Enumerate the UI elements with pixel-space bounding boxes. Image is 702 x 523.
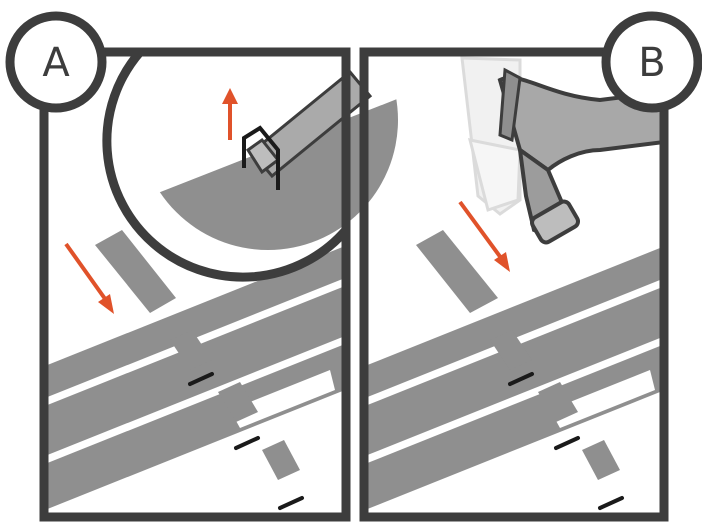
board-gap bbox=[47, 432, 270, 517]
nail-icon bbox=[598, 496, 624, 510]
joist-a bbox=[170, 330, 212, 370]
floor-board bbox=[364, 246, 664, 399]
board-gap bbox=[367, 432, 590, 517]
nail-icon bbox=[508, 372, 534, 386]
arrow-up-icon bbox=[222, 88, 238, 140]
panel-a-frame bbox=[39, 47, 351, 522]
joist-a bbox=[262, 440, 300, 480]
board-gap bbox=[230, 370, 335, 428]
panel-a-label: A bbox=[42, 40, 70, 86]
floor-board bbox=[44, 343, 346, 511]
nail-icon bbox=[554, 436, 580, 450]
floor-board bbox=[44, 245, 346, 399]
joist-b bbox=[490, 330, 532, 370]
board-gap bbox=[550, 370, 655, 428]
floor-board bbox=[364, 344, 664, 511]
floor-board bbox=[364, 286, 664, 457]
panel-b-label-badge: B bbox=[601, 11, 702, 113]
arrow-down-icon bbox=[458, 200, 510, 272]
joist-a bbox=[95, 230, 176, 313]
panel-a: A bbox=[5, 0, 398, 522]
panel-b-frame bbox=[359, 47, 669, 522]
detail-magnifier bbox=[102, 0, 398, 282]
floor-board bbox=[44, 285, 346, 457]
joist-b bbox=[582, 440, 620, 480]
arrow-down-icon bbox=[64, 242, 114, 314]
panel-a-label-badge: A bbox=[5, 11, 107, 113]
panel-b: B bbox=[359, 11, 702, 522]
nail-icon bbox=[278, 496, 304, 510]
nail-icon bbox=[234, 436, 260, 450]
joist-a bbox=[218, 382, 258, 422]
nail-icon bbox=[188, 372, 214, 386]
nail-icon bbox=[242, 125, 280, 190]
panel-b-label: B bbox=[638, 40, 665, 86]
joist-b bbox=[538, 382, 578, 422]
joist-b bbox=[416, 230, 498, 313]
